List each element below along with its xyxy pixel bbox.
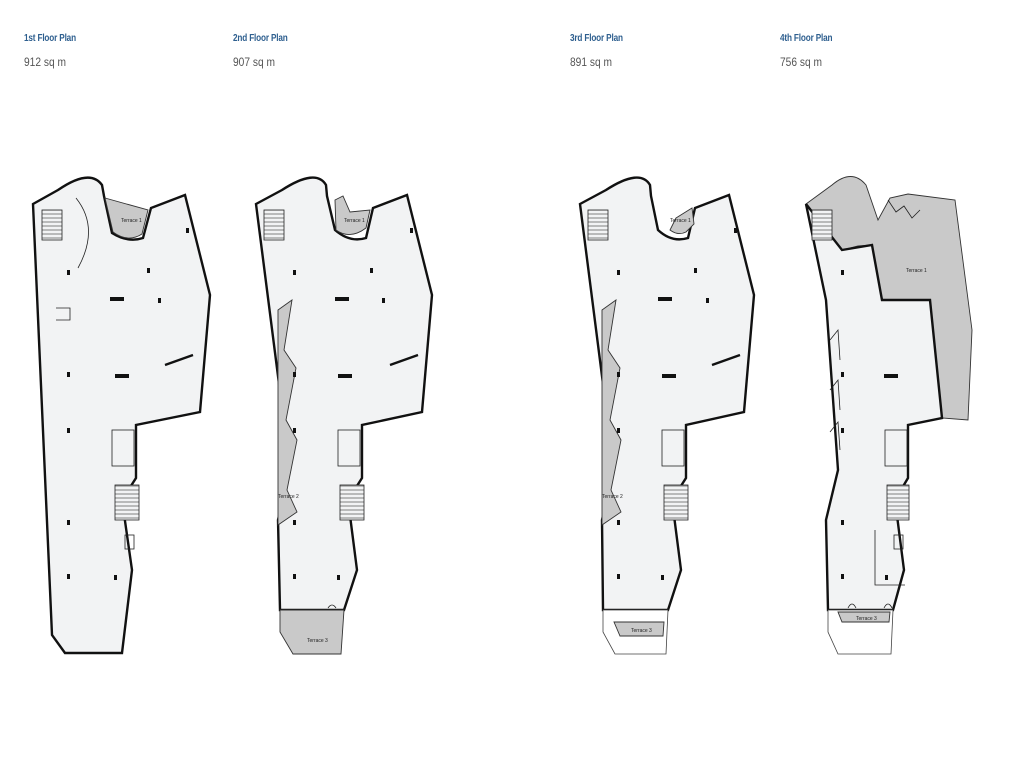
stair-core: [41, 209, 63, 241]
terrace-label: Terrace 2: [278, 494, 299, 500]
floor-plan-3: Terrace 2 Terrace 3 Terrace 1: [578, 176, 756, 655]
terrace-label: Terrace 3: [856, 616, 877, 622]
stair-core: [263, 209, 285, 241]
stair-core: [811, 209, 833, 241]
terrace-1: [669, 207, 695, 235]
terrace-label: Terrace 3: [307, 638, 328, 644]
terrace-label: Terrace 2: [602, 494, 623, 500]
floor-plan-2-area: 907 sq m: [233, 55, 275, 69]
terrace-label: Terrace 1: [906, 268, 927, 274]
terrace-label: Terrace 1: [121, 218, 142, 224]
terrace-3: [613, 621, 665, 637]
structural-columns: [617, 228, 737, 580]
terrace-3: [279, 609, 345, 655]
terrace-label: Terrace 3: [631, 628, 652, 634]
stair-core: [663, 484, 689, 521]
floor-plan-1-area: 912 sq m: [24, 55, 66, 69]
floor-plan-1-title: 1st Floor Plan: [24, 33, 76, 44]
terrace-3: [837, 611, 891, 623]
floor-plan-2-title: 2nd Floor Plan: [233, 33, 288, 44]
terrace-label: Terrace 1: [344, 218, 365, 224]
terrace-2: [277, 299, 298, 526]
terrace-label: Terrace 1: [670, 218, 691, 224]
stair-core: [339, 484, 365, 521]
stair-core: [587, 209, 609, 241]
floor-plan-4-title: 4th Floor Plan: [780, 33, 833, 44]
terrace-1: [334, 195, 371, 235]
floor-plan-4-area: 756 sq m: [780, 55, 822, 69]
terrace-2: [601, 299, 622, 526]
floor-plan-2: Terrace 2 Terrace 3 Terrace 1: [254, 176, 434, 655]
floor-plan-3-area: 891 sq m: [570, 55, 612, 69]
structural-columns: [293, 228, 413, 580]
structural-columns: [841, 270, 898, 580]
floor-plan-1: Terrace 1: [31, 176, 212, 655]
floor-plan-4: Terrace 1 Terrace 3: [804, 176, 973, 655]
structural-columns: [67, 228, 189, 580]
stair-core: [886, 484, 910, 521]
floor-plan-3-title: 3rd Floor Plan: [570, 33, 623, 44]
floor-outline: [31, 176, 212, 655]
terrace-1: [104, 197, 149, 239]
stair-core: [114, 484, 140, 521]
